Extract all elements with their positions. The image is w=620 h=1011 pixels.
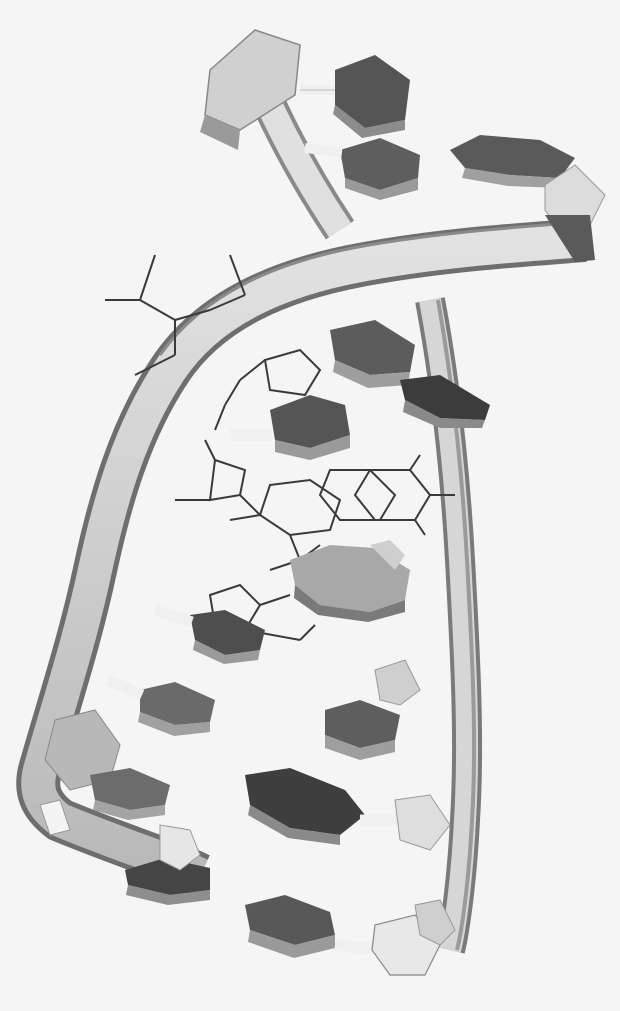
- backbone-strand-upper: [200, 30, 340, 230]
- base-pairs-bottom: [245, 895, 455, 975]
- base-pairs-top: [300, 55, 605, 230]
- base-pairs-lower: [108, 660, 450, 850]
- base-pairs-middle-right: [330, 320, 490, 428]
